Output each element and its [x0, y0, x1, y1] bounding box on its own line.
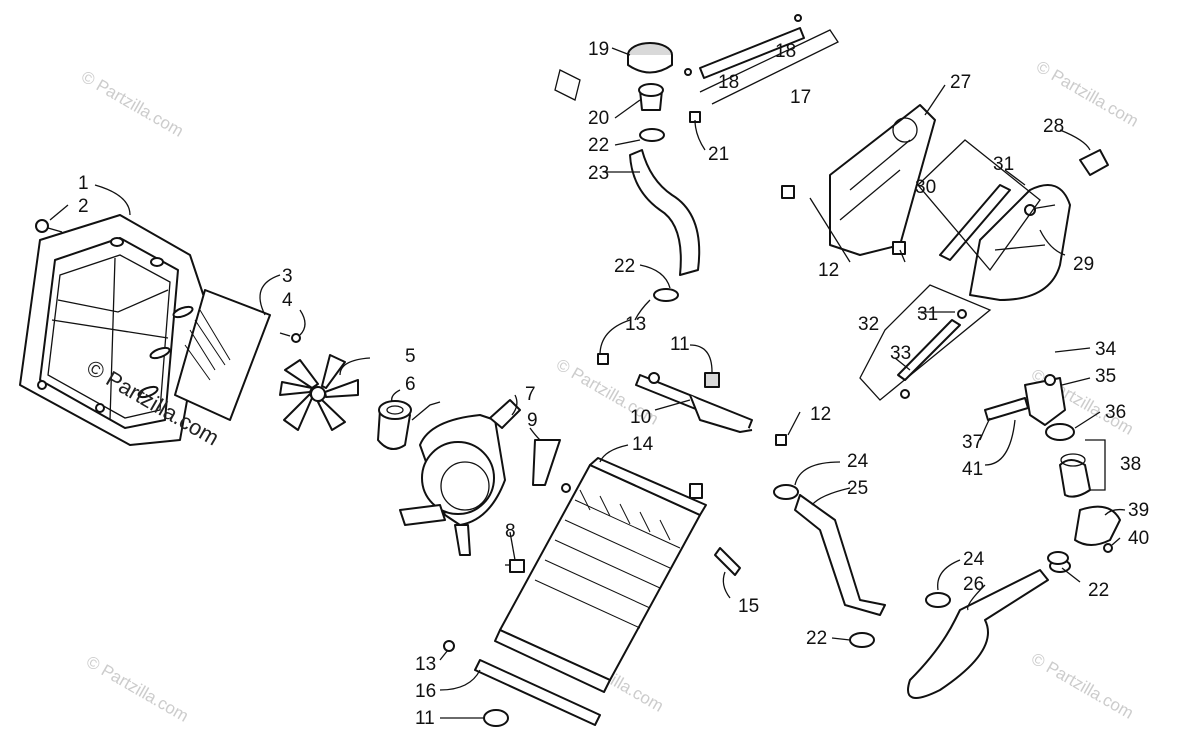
callout-32: 32: [858, 314, 879, 335]
fan-housing: [399, 399, 521, 556]
callout-5: 5: [405, 346, 416, 367]
callout-11: 11: [415, 708, 435, 729]
callout-40: 40: [1128, 528, 1149, 549]
callout-31: 31: [917, 304, 938, 325]
callout-13: 13: [415, 654, 436, 675]
leader-lines: [49, 47, 1126, 719]
hose-26: [907, 559, 1071, 699]
lower-bracket-16: [443, 640, 601, 727]
callout-3: 3: [282, 266, 293, 287]
screw-2: [35, 219, 63, 233]
callout-19: 19: [588, 39, 609, 60]
watermark-text: © Partzilla.com: [78, 67, 187, 141]
callout-16: 16: [415, 681, 436, 702]
coolant-reservoir: [969, 149, 1109, 301]
callout-35: 35: [1095, 366, 1116, 387]
callout-2: 2: [78, 196, 89, 217]
fan-shroud: [19, 214, 206, 446]
callout-17: 17: [790, 87, 811, 108]
callout-31: 31: [993, 154, 1014, 175]
hose-25: [773, 484, 886, 648]
callout-38: 38: [1120, 454, 1141, 475]
screw-4: [279, 332, 301, 343]
bracket-10: [597, 353, 787, 446]
radiator: [494, 457, 741, 693]
callout-labels: 1 2 3 4 5 6 7 8 9 10 11 11 12 12 13 13 1…: [78, 39, 1149, 729]
callout-7: 7: [525, 384, 536, 405]
callout-15: 15: [738, 596, 759, 617]
callout-21: 21: [708, 144, 729, 165]
callout-22: 22: [588, 135, 609, 156]
callout-1: 1: [78, 173, 89, 194]
callout-22: 22: [614, 256, 635, 277]
callout-37: 37: [962, 432, 983, 453]
callout-23: 23: [588, 163, 609, 184]
callout-36: 36: [1105, 402, 1126, 423]
callout-12: 12: [810, 404, 831, 425]
radiator-cap: [627, 42, 673, 74]
callout-18: 18: [775, 41, 796, 62]
callout-34: 34: [1095, 339, 1117, 360]
overflow-hose: [684, 14, 839, 105]
callout-9: 9: [527, 410, 538, 431]
callout-12: 12: [818, 260, 839, 281]
callout-29: 29: [1073, 254, 1094, 275]
reservoir-bracket: [781, 104, 936, 256]
callout-10: 10: [630, 407, 651, 428]
filler-neck: [554, 69, 701, 123]
mesh-panel: [174, 289, 271, 421]
watermark-text: © Partzilla.com: [1028, 649, 1137, 723]
callout-8: 8: [505, 521, 516, 542]
tube-33: [859, 284, 992, 401]
callout-28: 28: [1043, 116, 1064, 137]
callout-20: 20: [588, 108, 609, 129]
strap-9: [532, 439, 571, 493]
callout-11: 11: [670, 334, 690, 355]
bolt-8: [505, 559, 525, 573]
callout-27: 27: [950, 72, 971, 93]
callout-24: 24: [963, 549, 985, 570]
tube-30: [917, 139, 1041, 272]
spacer-6: [377, 400, 441, 450]
callout-4: 4: [282, 290, 293, 311]
callout-22: 22: [806, 628, 827, 649]
callout-22: 22: [1088, 580, 1109, 601]
callout-30: 30: [915, 177, 936, 198]
callout-13: 13: [625, 314, 646, 335]
callout-33: 33: [890, 343, 911, 364]
hose-23: [629, 128, 701, 302]
callout-26: 26: [963, 574, 984, 595]
callout-18: 18: [718, 72, 739, 93]
callout-41: 41: [962, 459, 983, 480]
callout-24: 24: [847, 451, 869, 472]
callout-6: 6: [405, 374, 416, 395]
fan-blade: [279, 354, 359, 431]
callout-14: 14: [632, 434, 654, 455]
callout-25: 25: [847, 478, 868, 499]
watermark-text: © Partzilla.com: [83, 652, 192, 726]
thermostat-housing: [984, 374, 1121, 565]
callout-39: 39: [1128, 500, 1149, 521]
